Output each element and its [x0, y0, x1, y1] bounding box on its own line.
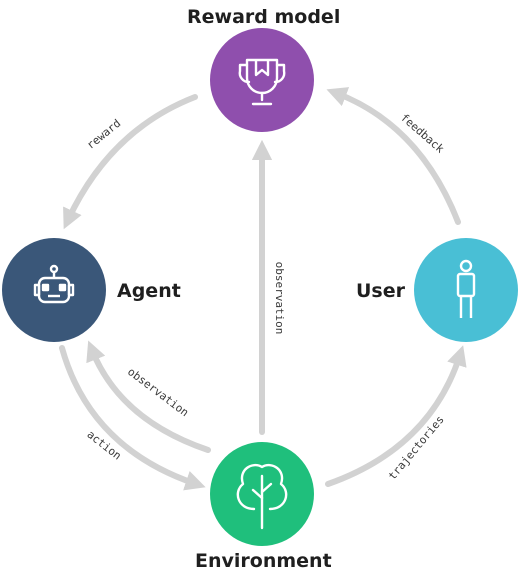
trophy-icon	[238, 58, 286, 106]
reward-arrow	[63, 94, 198, 230]
person-icon	[456, 259, 476, 318]
feedback-arrow	[326, 87, 461, 225]
reward-model-label: Reward model	[187, 6, 341, 28]
agent-label: Agent	[117, 280, 181, 302]
edge-label-feedback: feedback	[398, 111, 447, 156]
arrows	[59, 87, 467, 491]
agent-node	[2, 238, 106, 342]
action-arrow	[59, 345, 206, 491]
environment-label: Environment	[195, 550, 332, 572]
edge-label-observation-vertical: observation	[273, 262, 286, 335]
user-node	[414, 238, 518, 342]
trajectories-arrow	[325, 345, 467, 487]
user-label: User	[356, 280, 405, 302]
environment-node	[210, 442, 314, 546]
observation-diagonal-arrow	[86, 340, 211, 453]
robot-icon	[33, 264, 75, 304]
tree-icon	[236, 463, 288, 530]
reward-model-node	[210, 28, 314, 132]
edge-label-action: action	[84, 428, 123, 463]
